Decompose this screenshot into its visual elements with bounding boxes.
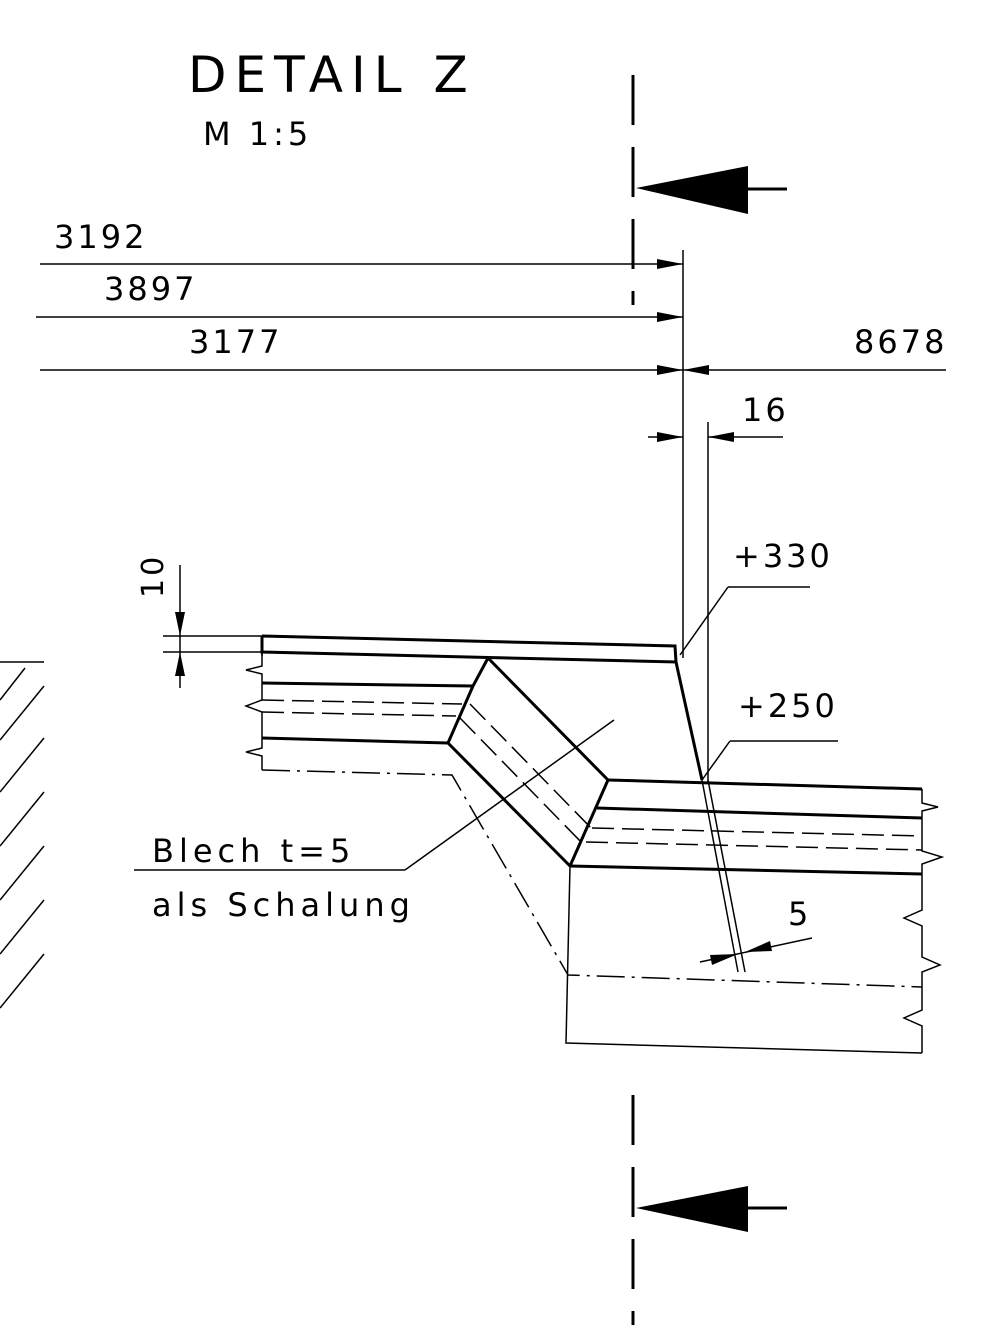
dim-8678: 8678: [854, 323, 947, 361]
level-leaders: [679, 586, 838, 781]
note-line1: Blech t=5: [152, 832, 355, 870]
dim-3897: 3897: [104, 270, 197, 308]
dim-16: 16: [742, 391, 789, 429]
wall-hatching: [0, 661, 45, 1009]
dim-10: 10: [136, 554, 171, 598]
formwork-sheet: [701, 779, 746, 973]
section-marker-bottom: [631, 1095, 787, 1325]
dim-3192: 3192: [54, 218, 147, 256]
dim-3177: 3177: [189, 323, 282, 361]
section-marker-top: [631, 75, 787, 305]
note-leader: [134, 719, 615, 871]
dimension-lines: [36, 250, 946, 965]
slab-structure: [260, 634, 923, 1054]
level-upper: +330: [733, 537, 833, 575]
level-lower: +250: [738, 687, 838, 725]
hidden-lines: [261, 699, 923, 988]
dim-5: 5: [788, 895, 808, 933]
scale-label: M 1:5: [203, 115, 312, 153]
break-lines: [243, 652, 945, 1053]
detail-title: DETAIL Z: [188, 46, 476, 104]
note-line2: als Schalung: [152, 886, 415, 924]
